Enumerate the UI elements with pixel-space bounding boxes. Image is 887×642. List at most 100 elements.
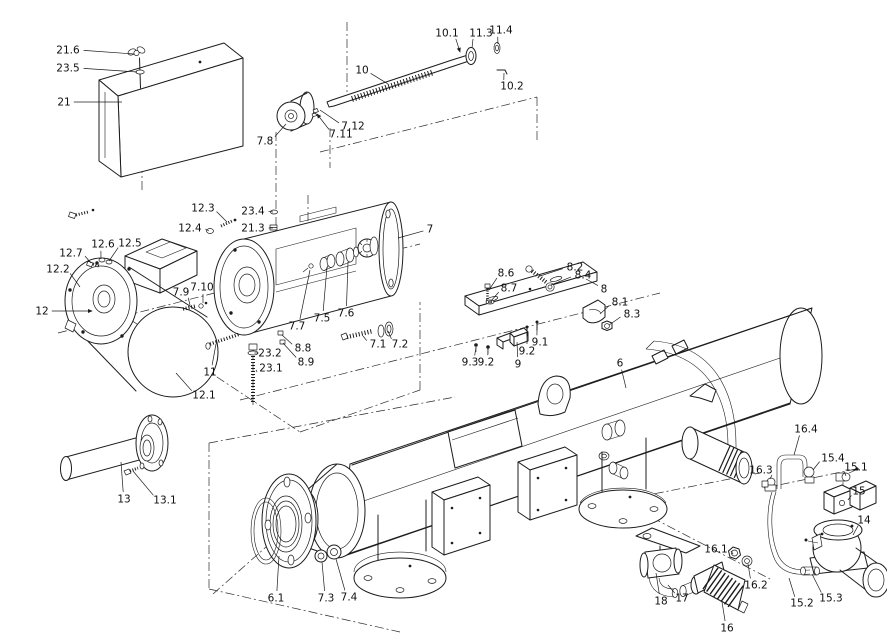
unlabeled-bolt bbox=[68, 208, 95, 219]
leader-line-11.3 bbox=[471, 38, 474, 49]
part-11-screw bbox=[205, 332, 241, 350]
part-label-16.3: 16.3 bbox=[749, 465, 772, 477]
part-label-8.9: 8.9 bbox=[298, 357, 315, 369]
part-7.2-washer bbox=[377, 324, 385, 338]
leader-line-12.4 bbox=[205, 228, 210, 232]
part-label-8.6: 8.6 bbox=[498, 268, 515, 280]
leader-line-7.12 bbox=[319, 109, 340, 124]
part-label-7.6: 7.6 bbox=[338, 308, 355, 320]
part-label-10.2: 10.2 bbox=[500, 81, 523, 93]
part-label-23.1: 23.1 bbox=[259, 363, 282, 375]
leader-line-16.3 bbox=[769, 474, 773, 480]
leader-line-18 bbox=[655, 572, 660, 595]
part-label-13.1: 13.1 bbox=[153, 495, 176, 507]
leader-line-12.5 bbox=[108, 247, 119, 262]
part-12.6-washer bbox=[98, 257, 106, 263]
leader-line-7.9 bbox=[187, 297, 191, 306]
leader-line-11 bbox=[211, 343, 217, 366]
part-label-7.10: 7.10 bbox=[190, 282, 213, 294]
leader-line-12.1 bbox=[175, 372, 192, 391]
fuel-train bbox=[635, 454, 887, 614]
callout-leader-lines bbox=[51, 36, 859, 622]
part-15-solenoid bbox=[823, 480, 877, 515]
part-7.3-sight-glass bbox=[314, 549, 328, 563]
part-label-16.1: 16.1 bbox=[704, 544, 727, 556]
mounting-brackets bbox=[431, 409, 578, 556]
leader-line-7.11 bbox=[316, 113, 330, 130]
leader-line-8.7 bbox=[490, 291, 499, 302]
part-16.4-u-pipe bbox=[776, 454, 808, 489]
part-7.1-bolt bbox=[340, 321, 394, 341]
part-label-18: 18 bbox=[654, 596, 667, 608]
part-label-12.3: 12.3 bbox=[191, 203, 214, 215]
part-label-7.11: 7.11 bbox=[329, 129, 352, 141]
leader-line-23.4 bbox=[268, 210, 274, 213]
part-label-11.4: 11.4 bbox=[489, 25, 513, 37]
leader-line-7.4 bbox=[335, 558, 346, 591]
leader-line-14 bbox=[852, 525, 859, 536]
part-6.1-gasket bbox=[250, 497, 282, 565]
leader-line-8.9 bbox=[282, 342, 297, 358]
part-label-9.2: 9.2 bbox=[519, 346, 536, 358]
clamp-claw bbox=[689, 383, 717, 403]
part-16.2-connector bbox=[741, 555, 753, 567]
part-13.1-bolt bbox=[123, 466, 139, 476]
part-8.1-angle-bracket bbox=[582, 299, 606, 324]
part-label-7.9: 7.9 bbox=[173, 287, 190, 299]
part-label-17: 17 bbox=[675, 593, 688, 605]
part-label-23.5: 23.5 bbox=[56, 63, 79, 75]
part-6-main-tube bbox=[250, 307, 823, 599]
leader-line-12.2 bbox=[69, 273, 81, 288]
part-15.2-tube bbox=[767, 491, 811, 575]
leader-line-12.3 bbox=[216, 211, 228, 223]
leader-line-15.1 bbox=[844, 471, 847, 477]
leader-line-17 bbox=[667, 584, 676, 594]
part-6-front-flange bbox=[261, 473, 317, 569]
part-label-8.3: 8.3 bbox=[624, 309, 641, 321]
pedestal-rear bbox=[578, 437, 668, 529]
part-label-8.7: 8.7 bbox=[501, 283, 518, 295]
part-label-21: 21 bbox=[57, 97, 70, 109]
leader-line-8.1 bbox=[599, 305, 610, 315]
leader-line-15.4 bbox=[812, 461, 820, 471]
part-7.11-screw bbox=[311, 112, 318, 117]
leader-line-8.8 bbox=[281, 334, 293, 345]
leader-line-7 bbox=[397, 230, 424, 239]
part-label-7.7: 7.7 bbox=[289, 321, 306, 333]
part-label-12.7: 12.7 bbox=[59, 248, 82, 260]
part-label-10: 10 bbox=[355, 65, 368, 77]
part-label-7.12: 7.12 bbox=[341, 121, 364, 133]
part-label-6: 6 bbox=[617, 358, 624, 370]
part-15.3-fitting bbox=[800, 566, 820, 576]
leader-line-8.3 bbox=[608, 316, 621, 326]
leader-line-13 bbox=[120, 461, 124, 493]
leader-line-15 bbox=[847, 495, 852, 501]
side-port bbox=[681, 426, 753, 485]
part-label-9.1: 9.1 bbox=[532, 337, 549, 349]
part-label-7.4: 7.4 bbox=[341, 592, 358, 604]
part-label-23.4: 23.4 bbox=[241, 206, 265, 218]
part-14-valve-body bbox=[804, 519, 887, 598]
part-7.5-7.6-7.7-coupling bbox=[302, 236, 379, 273]
part-label-7.3: 7.3 bbox=[318, 593, 335, 605]
leader-line-8.6 bbox=[488, 277, 498, 291]
part-23.5-washer bbox=[135, 69, 145, 75]
part-12.2-motor-flange bbox=[64, 257, 138, 345]
part-label-7.8: 7.8 bbox=[257, 136, 274, 148]
part-8-bracket bbox=[464, 261, 613, 354]
part-11.3-collar bbox=[465, 47, 477, 65]
leader-line-15.2 bbox=[788, 577, 796, 597]
part-11.4-washer bbox=[493, 42, 501, 54]
part-label-15.3: 15.3 bbox=[819, 593, 842, 605]
part-label-16.2: 16.2 bbox=[744, 580, 767, 592]
part-label-14: 14 bbox=[857, 515, 871, 527]
part-10.2-pin bbox=[496, 69, 508, 75]
part-7-pump-body bbox=[182, 201, 404, 404]
leader-line-8.2 bbox=[539, 268, 563, 277]
part-8.8-8.9-keys bbox=[277, 330, 286, 345]
leader-line-16 bbox=[721, 601, 726, 622]
part-label-6.1: 6.1 bbox=[268, 593, 285, 605]
leader-line-10.1 bbox=[455, 38, 461, 53]
part-23.1-bolt bbox=[247, 343, 259, 404]
